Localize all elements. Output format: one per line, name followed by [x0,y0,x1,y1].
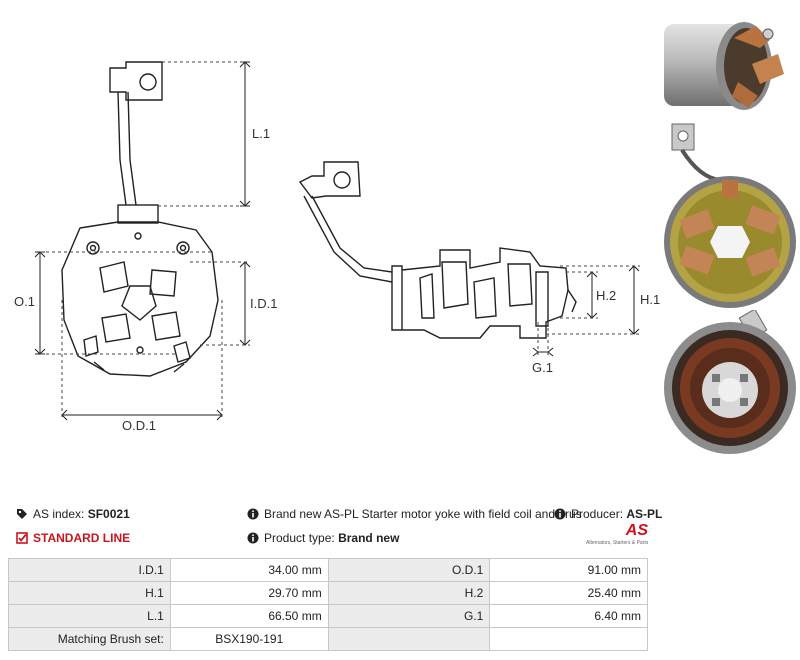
label-h1: H.1 [640,292,660,307]
spec-value: 6.40 mm [489,604,648,628]
producer-value: AS-PL [626,507,663,521]
as-index: AS index: SF0021 [16,507,130,521]
table-row: H.1 29.70 mm H.2 25.40 mm [8,581,648,605]
label-od1: O.D.1 [122,418,156,433]
spec-label: O.D.1 [327,558,491,582]
field-coil-interior-photo [664,310,796,454]
label-o1: O.1 [14,294,35,309]
standard-line-label: STANDARD LINE [33,531,131,545]
spec-label [327,627,491,651]
info-icon [247,532,259,544]
table-row: L.1 66.50 mm G.1 6.40 mm [8,604,648,628]
terminal-tab [109,61,163,101]
spec-value [489,627,648,651]
producer: Producer: AS-PL [554,507,662,521]
brush-set-link[interactable]: BSX190-191 [169,627,329,651]
brush-plate-body [61,221,219,377]
spec-value: 34.00 mm [169,558,329,582]
spec-value: 91.00 mm [489,558,648,582]
technical-drawing: L.1 O.1 I.D.1 O.D.1 H.2 H.1 G.1 [14,61,660,433]
spec-label: G.1 [327,604,491,628]
label-l1: L.1 [252,126,270,141]
table-row: I.D.1 34.00 mm O.D.1 91.00 mm [8,558,648,582]
spec-table: I.D.1 34.00 mm O.D.1 91.00 mm H.1 29.70 … [8,558,648,651]
info-icon [554,508,566,520]
description-text: Brand new AS-PL Starter motor yoke with … [264,507,582,521]
tag-icon [17,509,27,519]
spec-value: 66.50 mm [169,604,329,628]
logo-mark: AS [625,522,648,539]
logo-tagline: Alternators, Starters & Parts [586,540,649,546]
standard-line: STANDARD LINE [16,531,130,545]
product-type: Product type: Brand new [247,531,399,545]
as-index-value: SF0021 [87,507,130,521]
as-logo: AS Alternators, Starters & Parts [586,522,648,546]
product-type-label: Product type: [264,531,335,545]
table-row: Matching Brush set: BSX190-191 [8,627,648,651]
label-h2: H.2 [596,288,616,303]
spec-label: Matching Brush set: [8,627,171,651]
motor-yoke-photo [664,22,784,110]
spec-label: H.2 [327,581,491,605]
producer-label: Producer: [571,507,624,521]
spec-label: L.1 [8,604,171,628]
product-type-value: Brand new [338,531,400,545]
label-g1: G.1 [532,360,553,375]
label-id1: I.D.1 [250,296,277,311]
as-index-label: AS index: [33,507,85,521]
terminal-tab-side [298,161,361,199]
spec-value: 29.70 mm [169,581,329,605]
spec-value: 25.40 mm [489,581,648,605]
spec-label: I.D.1 [8,558,171,582]
info-icon [247,508,259,520]
description: Brand new AS-PL Starter motor yoke with … [247,507,582,521]
brush-holder-top-photo [664,123,796,308]
spec-label: H.1 [8,581,171,605]
checkbox-icon [16,532,28,544]
lead-wire [117,91,137,206]
